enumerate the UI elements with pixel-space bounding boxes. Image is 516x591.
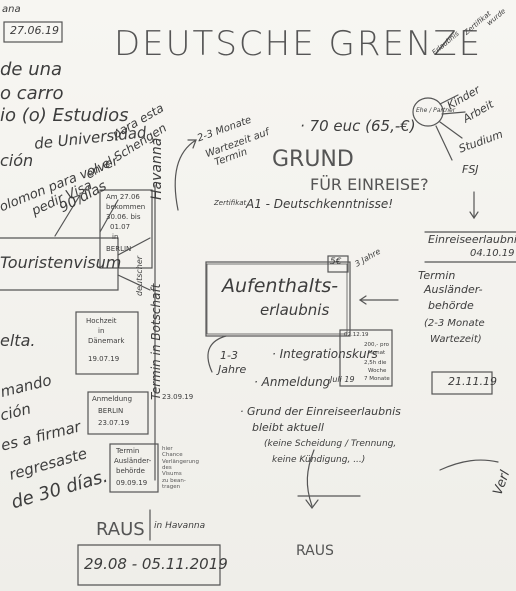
vuelta-text: elta.	[0, 331, 36, 350]
botschaft-vertical: Termin in Botschaft	[149, 283, 163, 400]
einreise-date: 04.10.19	[470, 248, 515, 259]
termin-line-3: behörde	[428, 299, 474, 312]
spanish-line-2: o carro	[0, 83, 64, 104]
box1-line-4: 01.07	[110, 223, 131, 231]
list-item-4: bleibt aktuell	[252, 421, 324, 434]
aufenthalt-tag: 5€	[330, 257, 342, 267]
fee-text: · 70 euc (65,-€)	[300, 117, 416, 135]
spanish-line-1: de una	[0, 59, 63, 80]
raus-left-sub: in Havanna	[154, 521, 206, 531]
list-item-1: · Integrationskurs	[272, 347, 378, 361]
anmeldung-date: Juli 19	[330, 375, 355, 384]
jahre-2: Jahre	[218, 363, 247, 376]
zertifikat-main: A1 - Deutschkenntnisse!	[246, 197, 394, 211]
box1-line-1: Am 27.06	[106, 193, 140, 201]
termin-line-2: Ausländer-	[424, 283, 483, 296]
aufenthalt-line-2: erlaubnis	[260, 301, 330, 319]
raus-left-dates: 29.08 - 05.11.2019	[84, 555, 228, 573]
grund-line-1: GRUND	[272, 147, 354, 172]
smallbox-2: 200,- pro	[364, 342, 389, 348]
list-item-2: · Anmeldung	[254, 375, 331, 389]
topleft-top: ana	[2, 4, 21, 15]
deutscher-vertical: deutscher	[135, 255, 144, 296]
list-item-6: keine Kündigung, ...)	[272, 455, 366, 465]
termin-date: 21.11.19	[448, 375, 497, 388]
spanish-line-5: ción	[0, 151, 34, 170]
box1-line-5: in	[112, 233, 119, 241]
termin-line-1: Termin	[418, 269, 456, 282]
touristenvisum-label: Touristenvisum	[0, 253, 122, 272]
list-item-3: · Grund der Einreiseerlaubnis	[240, 405, 401, 418]
aufenthalt-line-1: Aufenthalts-	[222, 275, 339, 297]
smallbox-6: 7 Monate	[364, 376, 390, 382]
box2-line-3: Dänemark	[88, 337, 125, 345]
box4-line-4: 09.09.19	[116, 479, 148, 487]
box4-line-2: Ausländer-	[114, 457, 152, 465]
zertifikat-small: Zertifikat	[214, 199, 247, 207]
smallbox-1: 02.12.19	[344, 332, 369, 338]
right-list-4: FSJ	[462, 163, 479, 176]
page-title: DEUTSCHE GRENZE	[114, 24, 483, 64]
topleft-date: 27.06.19	[10, 24, 59, 37]
box1-line-2: bekommen	[106, 203, 146, 211]
raus-left-label: RAUS	[96, 519, 145, 540]
havanna-vertical: Havanna	[149, 137, 165, 200]
box3-line-3: 23.07.19	[98, 419, 130, 427]
box3-date: 23.09.19	[162, 393, 194, 401]
right-circle-label: Ehe / Partner	[416, 107, 456, 114]
box3-line-1: Anmeldung	[92, 395, 133, 403]
jahre-1: 1-3	[220, 349, 238, 362]
grund-line-2: FÜR EINREISE?	[310, 175, 429, 194]
box2-line-2: in	[98, 327, 105, 335]
box2-line-1: Hochzeit	[86, 317, 117, 325]
smallbox-5: Woche	[368, 368, 387, 374]
smallbox-4: 2,5h die	[364, 360, 387, 366]
box1-line-6: BERLIN	[106, 245, 132, 253]
side-note: hier Chance Verlängerung des Visums zu b…	[162, 446, 199, 490]
smallbox-3: Monat	[368, 350, 386, 356]
box3-line-2: BERLIN	[98, 407, 124, 415]
termin-line-4: (2-3 Monate	[424, 318, 485, 329]
termin-line-5: Wartezeit)	[430, 334, 482, 345]
raus-bottom: RAUS	[296, 543, 334, 559]
list-item-5: (keine Scheidung / Trennung,	[264, 439, 397, 449]
box2-line-4: 19.07.19	[88, 355, 120, 363]
box4-line-1: Termin	[116, 447, 140, 455]
einreise-label: Einreiseerlaubnis	[428, 233, 516, 246]
spanish-line-3: io (o) Estudios	[0, 105, 129, 126]
box1-line-3: 30.06. bis	[106, 213, 141, 221]
box4-line-3: behörde	[116, 467, 145, 475]
